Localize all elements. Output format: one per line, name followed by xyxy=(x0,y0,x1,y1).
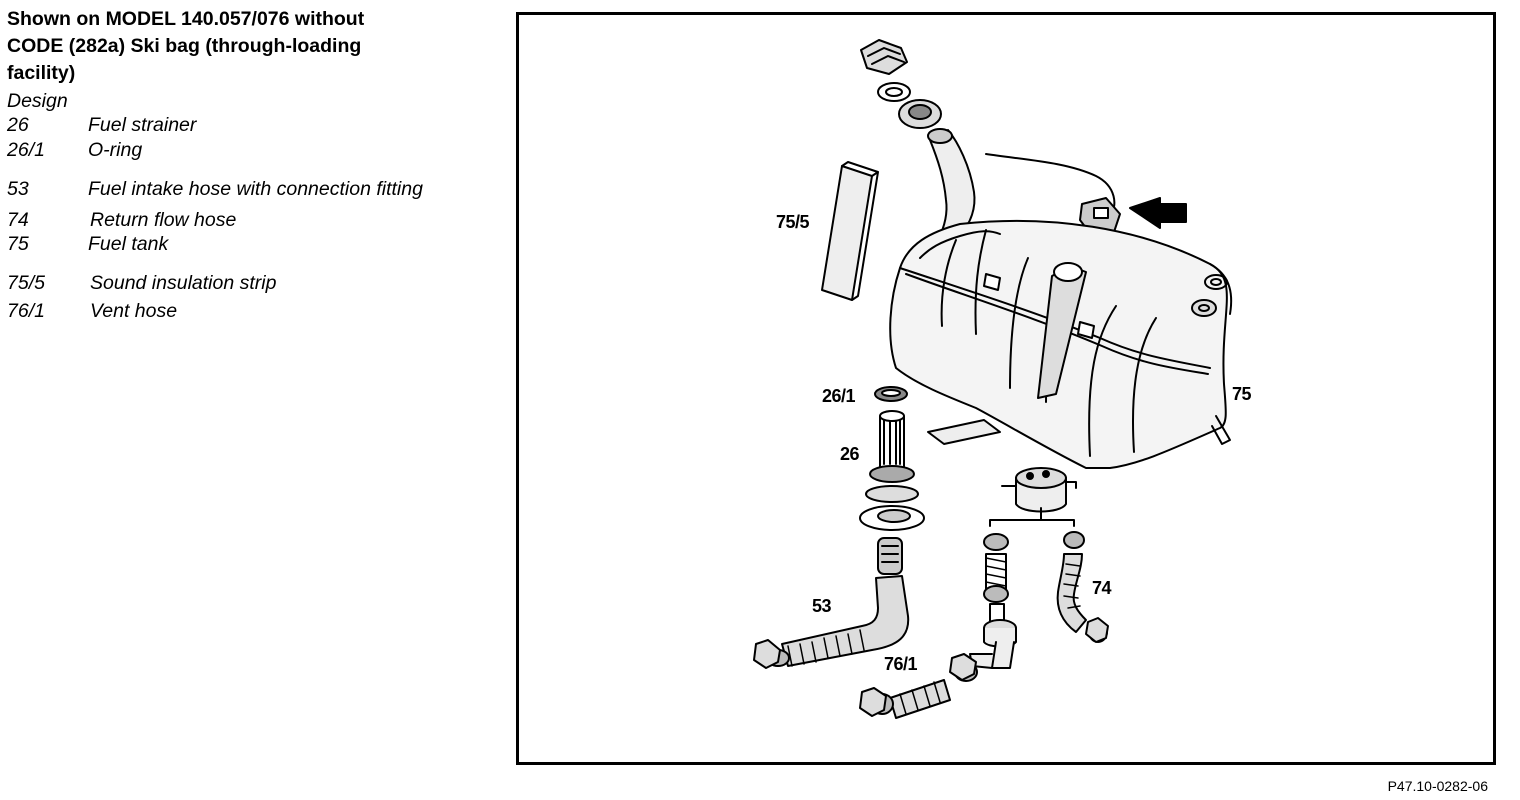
sender-cable xyxy=(985,153,1116,217)
sound-insulation-strip-part xyxy=(821,161,879,301)
legend-item-label: O-ring xyxy=(88,139,143,161)
insulation-pad xyxy=(927,419,1001,445)
legend-item-label: Sound insulation strip xyxy=(90,272,277,294)
legend-item-number: 75/5 xyxy=(7,272,45,294)
legend-item-number: 26/1 xyxy=(7,139,45,161)
legend-item-label: Fuel intake hose with connection fitting xyxy=(88,178,423,200)
callout-53: 53 xyxy=(812,596,832,616)
fuel-tank-part xyxy=(889,219,1233,469)
callout-26-1: 26/1 xyxy=(822,386,856,406)
fuel-intake-hose-part xyxy=(753,537,910,669)
filler-seal-ring-inner xyxy=(885,87,903,97)
callout-74: 74 xyxy=(1092,578,1112,598)
filler-seal-ring xyxy=(877,82,911,102)
legend-item-label: Fuel tank xyxy=(88,233,169,255)
legend-item-number: 26 xyxy=(7,114,29,136)
vent-hose-part xyxy=(859,679,951,719)
callout-75-5: 75/5 xyxy=(776,212,810,232)
filler-cap-part xyxy=(860,39,908,75)
legend-item-number: 74 xyxy=(7,209,29,231)
legend-item-label: Return flow hose xyxy=(90,209,237,231)
callout-76-1: 76/1 xyxy=(884,654,918,674)
legend-item-number: 76/1 xyxy=(7,300,45,322)
legend-item-label: Vent hose xyxy=(90,300,178,322)
legend-title-line-2: CODE (282a) Ski bag (through-loading xyxy=(7,35,362,57)
arrow-marker-icon xyxy=(1129,197,1187,229)
fuel-pump-unit-part xyxy=(1001,467,1077,513)
legend: Shown on MODEL 140.057/076 without CODE … xyxy=(7,6,487,322)
legend-item-number: 75 xyxy=(7,233,29,255)
o-ring-inner xyxy=(881,389,901,397)
clamp-76-1-right xyxy=(949,653,978,682)
callout-75: 75 xyxy=(1232,384,1252,404)
small-seal-1 xyxy=(1204,274,1228,290)
legend-design-heading: Design xyxy=(7,90,68,112)
small-seal-2 xyxy=(1191,299,1217,317)
drawing-reference-number: P47.10-0282-06 xyxy=(1387,778,1488,794)
vent-connector-assembly xyxy=(969,533,1017,669)
callout-26: 26 xyxy=(840,444,860,464)
filler-grommet-part xyxy=(898,99,942,129)
fuel-strainer-part xyxy=(859,410,925,531)
diagram-frame xyxy=(516,12,1496,765)
small-seal-2-inner xyxy=(1198,304,1210,312)
legend-item-label: Fuel strainer xyxy=(88,114,197,136)
small-seal-1-inner xyxy=(1210,278,1222,286)
part-tree-lines xyxy=(989,507,1075,527)
legend-title-line-3: facility) xyxy=(7,62,76,84)
legend-title-line-1: Shown on MODEL 140.057/076 without xyxy=(7,8,365,30)
legend-item-number: 53 xyxy=(7,178,29,200)
fuel-tank-exploded-diagram: 75/5 75 26/1 26 53 74 76/1 xyxy=(753,39,1252,719)
return-flow-hose-part xyxy=(1056,531,1109,643)
